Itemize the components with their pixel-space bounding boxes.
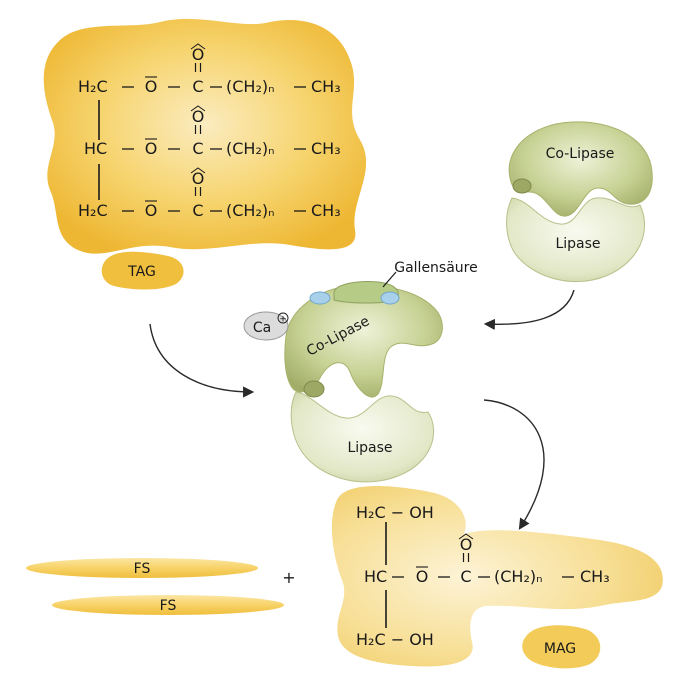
mag-methyl: CH₃ [580,567,610,586]
arrow-enzyme-to-complex [483,289,575,330]
arrow-complex-to-mag [483,399,545,530]
mag-blob [331,486,663,667]
tag-row-1-oxygen: O [145,77,158,96]
tag-row-3-carbonyl-carbon: C [192,201,203,220]
tag-blob [43,18,367,254]
fatty-acids: FS FS + [26,558,296,615]
colipase-top-label: Co-Lipase [546,146,615,162]
tag-row-1-carbon: H₂C [78,77,108,96]
tag-row-3-carbon: H₂C [78,201,108,220]
tag-row-3-carbonyl-oxygen: O [192,169,205,188]
tag-row-3-carbonyl-oxygen-lone-pairs [190,167,206,174]
mag-group: MAG [331,486,663,669]
mag-oxygen: O [416,567,429,586]
tag-row-1-carbonyl-carbon: C [192,77,203,96]
tag-row-2-carbon: HC [84,139,107,158]
gallensaeure-pointer [382,271,397,288]
tag-row-1-carbonyl-oxygen-lone-pairs [190,43,206,50]
bile-acid-blue-right [380,291,400,305]
bile-acid-blue-left [309,291,331,305]
enzyme-top: Co-Lipase Lipase [506,121,653,283]
calcium-charge-circle [277,312,289,324]
colipase-top-shape [508,121,653,217]
plus-sign: + [282,568,295,587]
gallensaeure-label: Gallensäure [394,260,478,276]
tag-row-2-chain: (CH₂)ₙ [226,139,274,158]
tag-label-blob [101,251,184,290]
lipase-complex-shape [290,391,435,483]
tag-row-3-chain: (CH₂)ₙ [226,201,274,220]
lipase-complex-label: Lipase [347,440,392,456]
tag-row-3-oxygen: O [145,201,158,220]
lipase-top-shape [506,197,645,283]
mag-top-group: H₂C − OH [356,503,434,522]
tag-row-2-carbonyl-oxygen-lone-pairs [190,105,206,112]
tag-row-1-methyl: CH₃ [311,77,341,96]
fs-label-2: FS [160,598,177,614]
colipase-top-knob [512,178,532,194]
mag-chain: (CH₂)ₙ [494,567,542,586]
tag-row-3-methyl: CH₃ [311,201,341,220]
mag-carbonyl-oxygen: O [460,535,473,554]
mag-bottom-group: H₂C − OH [356,630,434,649]
mag-mid-carbon: HC [364,567,387,586]
mag-label-blob [522,625,601,669]
calcium-charge: + [279,315,287,325]
fs-capsule-2 [52,595,284,615]
tag-label: TAG [127,264,156,280]
calcium-label: Ca [253,320,271,336]
calcium-ion [243,311,289,341]
colipase-complex-knob [303,380,325,398]
enzyme-complex: Gallensäure Ca + Co-Lipase Lipase [243,260,478,483]
tag-row-1-carbonyl-oxygen: O [192,45,205,64]
tag-row-2-methyl: CH₃ [311,139,341,158]
mag-label: MAG [544,641,576,657]
tag-row-2-oxygen: O [145,139,158,158]
tag-row-2-carbonyl-carbon: C [192,139,203,158]
tag-group: TAG [43,18,367,290]
lipase-top-label: Lipase [555,236,600,252]
fs-capsule-1 [26,558,258,578]
tag-row-1-chain: (CH₂)ₙ [226,77,274,96]
arrows [149,289,575,530]
mag-carbonyl-oxygen-lone-pairs [458,533,474,540]
tag-row-2-carbonyl-oxygen: O [192,107,205,126]
mag-carbonyl-carbon: C [460,567,471,586]
arrow-tag-to-complex [149,323,255,398]
fs-label-1: FS [134,561,151,577]
